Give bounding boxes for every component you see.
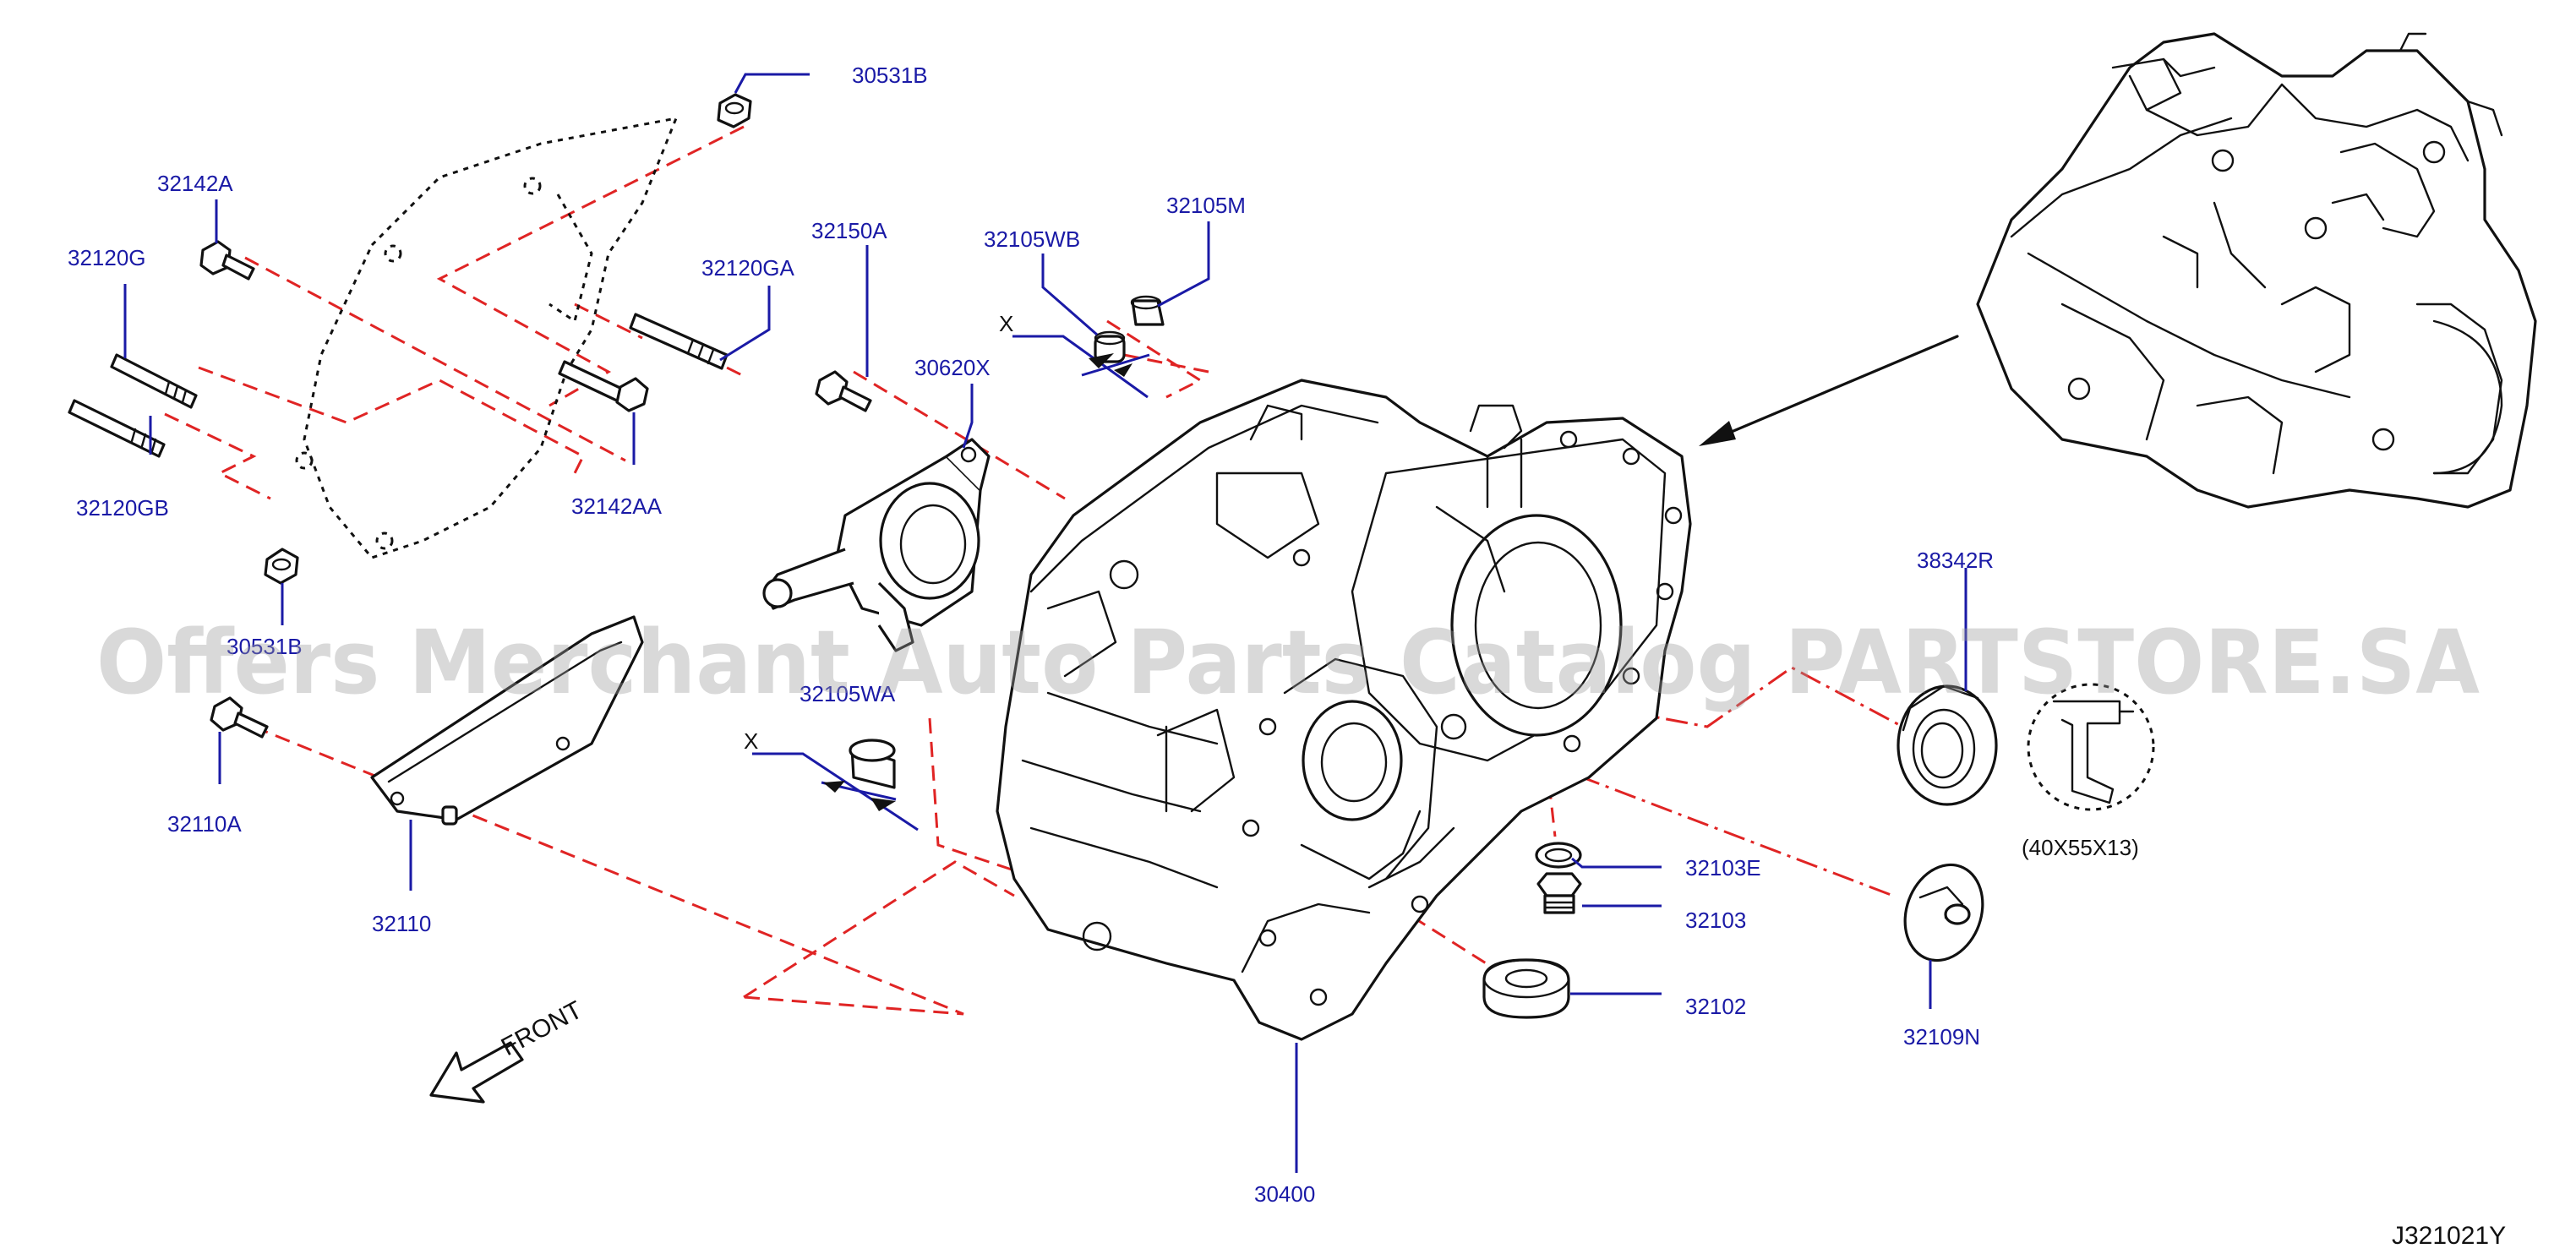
seal-cross-section-detail — [2027, 683, 2155, 811]
diagram-code: J321021Y — [2392, 1222, 2506, 1250]
nut-30531B — [717, 93, 752, 128]
washer-32103E — [1535, 842, 1582, 869]
stud-32120G — [110, 353, 198, 409]
transmission-case-30400 — [996, 379, 1692, 1041]
seal-size-note: (40X55X13) — [2022, 835, 2139, 860]
label-32120GB[interactable]: 32120GB — [76, 495, 169, 521]
dowel-32105WA — [849, 739, 896, 789]
bolt-32150A — [815, 370, 872, 412]
label-32109N[interactable]: 32109N — [1903, 1024, 1980, 1050]
oil-seal-38342R — [1897, 684, 1998, 806]
label-32120G[interactable]: 32120G — [68, 245, 146, 270]
part-number-labels: 30531B 32142A 32120G 32120GA 32150A 3210… — [68, 63, 1994, 1207]
label-32105WB[interactable]: 32105WB — [984, 226, 1080, 252]
label-30531B-lower[interactable]: 30531B — [226, 634, 303, 659]
cap-32109N — [1903, 863, 1984, 962]
transaxle-assembly-overview — [1976, 32, 2537, 509]
dowel-32105WB — [1094, 330, 1126, 363]
label-32142A[interactable]: 32142A — [157, 171, 233, 196]
oil-seal-32102 — [1482, 958, 1570, 1019]
front-label: FRONT — [497, 996, 587, 1062]
label-32110A[interactable]: 32110A — [167, 811, 242, 837]
pointer-arrow — [1699, 335, 1959, 446]
clutch-housing-ghost-outline — [295, 117, 679, 559]
label-32150A[interactable]: 32150A — [811, 218, 887, 243]
label-leader-lines — [123, 73, 1967, 1173]
stud-32120GB — [68, 399, 166, 458]
x-marker-upper-label: X — [999, 311, 1013, 336]
label-32110[interactable]: 32110 — [372, 911, 431, 936]
label-30620X[interactable]: 30620X — [914, 355, 991, 380]
label-32105M[interactable]: 32105M — [1166, 193, 1246, 218]
x-marker-upper — [1012, 335, 1150, 399]
nut-30531B-lower — [264, 548, 299, 585]
label-32142AA[interactable]: 32142AA — [571, 493, 663, 519]
drain-plug-32103 — [1536, 872, 1582, 914]
label-32103[interactable]: 32103 — [1685, 908, 1746, 933]
label-32102[interactable]: 32102 — [1685, 994, 1746, 1019]
watermark-text: Offers Merchant Auto Parts Catalog PARTS… — [96, 611, 2480, 714]
label-30531B[interactable]: 30531B — [852, 63, 928, 88]
x-marker-lower — [752, 752, 919, 831]
dust-cover-32110 — [370, 615, 644, 826]
bolt-32110A — [210, 696, 269, 739]
front-direction-arrow — [429, 1041, 524, 1104]
label-32120GA[interactable]: 32120GA — [701, 255, 795, 281]
bolt-32142AA — [558, 360, 649, 412]
release-bearing-30620X — [762, 438, 991, 652]
label-32105WA[interactable]: 32105WA — [800, 681, 896, 706]
x-marker-lower-label: X — [744, 728, 758, 754]
stud-32120GA — [629, 313, 729, 370]
plug-32105M — [1130, 295, 1165, 326]
label-38342R[interactable]: 38342R — [1917, 548, 1994, 573]
bolt-32142A — [199, 240, 255, 281]
label-30400[interactable]: 30400 — [1254, 1181, 1315, 1207]
label-32103E[interactable]: 32103E — [1685, 855, 1761, 881]
